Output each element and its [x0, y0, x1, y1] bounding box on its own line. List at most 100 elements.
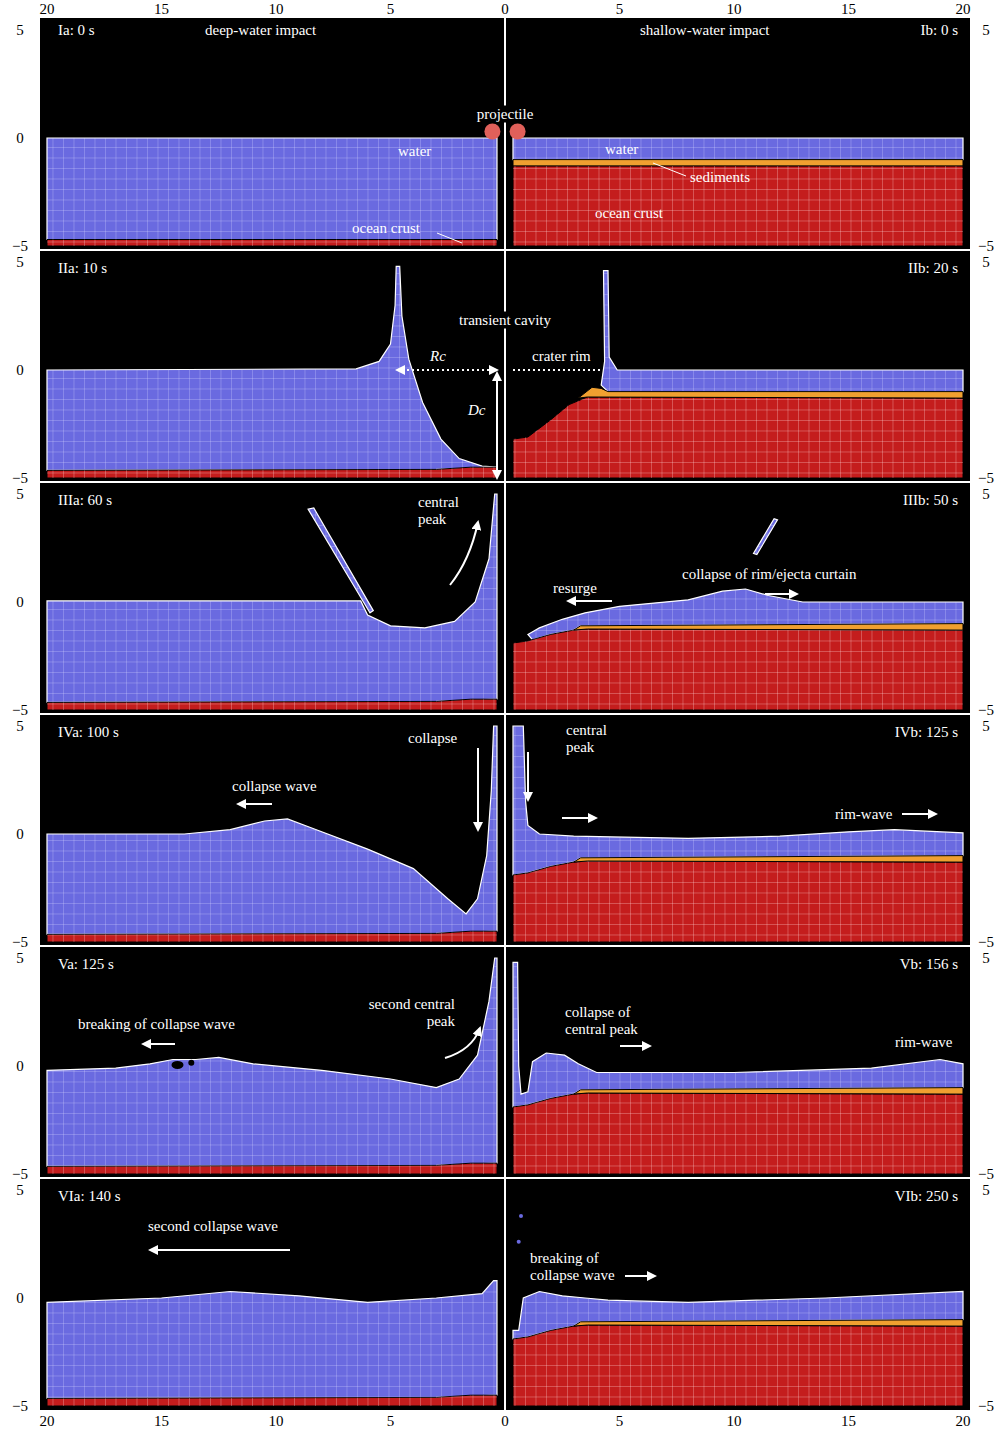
axis-tick-label: 5: [387, 1413, 395, 1430]
crust-layer: [47, 467, 497, 478]
water-layer: [47, 1281, 497, 1399]
crust-layer-mesh: [47, 931, 497, 942]
axis-tick-label: 0: [501, 1, 509, 18]
axis-tick-label: 15: [154, 1413, 169, 1430]
annotation-label: central peak: [418, 494, 480, 528]
crust-layer: [513, 861, 963, 942]
axis-tick-label: 20: [40, 1413, 55, 1430]
motion-arrow: [765, 593, 797, 595]
annotation-label: projectile: [474, 106, 537, 123]
axis-tick-label: 10: [727, 1, 742, 18]
water-layer: [47, 266, 497, 470]
annotation-label: IVa: 100 s: [58, 724, 119, 741]
annotation-label: ocean crust: [595, 205, 663, 222]
annotation-label: crater rim: [532, 348, 591, 365]
crust-layer-mesh: [47, 699, 497, 710]
leader-line: [437, 233, 462, 243]
motion-arrow: [450, 522, 478, 585]
crust-layer: [513, 397, 963, 478]
annotation-label: sediments: [690, 169, 750, 186]
annotation-label: ocean crust: [352, 220, 420, 237]
motion-arrow: [568, 600, 612, 602]
water-layer-mesh: [754, 519, 778, 555]
axis-tick-label: 5: [16, 254, 24, 271]
panel-frame: [40, 18, 970, 1410]
crust-layer-mesh: [47, 1395, 497, 1406]
annotation-label: Va: 125 s: [58, 956, 114, 973]
motion-arrow: [620, 1045, 650, 1047]
axis-tick-label: −5: [978, 1166, 994, 1183]
axis-tick-label: 15: [841, 1413, 856, 1430]
axis-tick-label: 5: [616, 1413, 624, 1430]
axis-tick-label: 10: [727, 1413, 742, 1430]
crust-layer-mesh: [513, 166, 963, 246]
axis-tick-label: 10: [269, 1, 284, 18]
crust-layer: [513, 1093, 963, 1174]
annotation-label: collapse: [408, 730, 457, 747]
axis-tick-label: 5: [982, 22, 990, 39]
crust-layer-mesh: [513, 861, 963, 942]
crust-layer: [513, 629, 963, 710]
axis-tick-label: 0: [16, 594, 24, 611]
axis-tick-label: 5: [387, 1, 395, 18]
sediment-layer: [574, 624, 963, 631]
axis-tick-label: −5: [978, 470, 994, 487]
crust-layer-mesh: [513, 1093, 963, 1174]
annotation-label: resurge: [553, 580, 597, 597]
axis-tick-label: 0: [16, 1058, 24, 1075]
axis-tick-label: 5: [16, 950, 24, 967]
water-layer: [47, 138, 497, 240]
leader-line: [653, 163, 686, 176]
water-droplet: [517, 1240, 521, 1244]
wave-hole: [172, 1061, 184, 1069]
annotation-label: Vb: 156 s: [900, 956, 958, 973]
panel-background: [40, 18, 970, 1410]
water-layer: [47, 494, 497, 702]
annotation-label: shallow-water impact: [640, 22, 770, 39]
water-layer: [308, 508, 373, 613]
annotation-label: rim-wave: [895, 1034, 952, 1051]
axis-tick-label: 5: [982, 718, 990, 735]
water-layer-mesh: [47, 138, 497, 240]
axis-tick-label: −5: [978, 702, 994, 719]
annotation-label: central peak: [566, 722, 628, 756]
crust-layer-mesh: [47, 467, 497, 478]
annotation-label: VIa: 140 s: [58, 1188, 121, 1205]
annotation-label: breaking of collapse wave: [530, 1250, 630, 1284]
crust-layer: [47, 1395, 497, 1406]
crust-layer: [47, 931, 497, 942]
axis-tick-label: 5: [982, 254, 990, 271]
crust-layer-mesh: [47, 1163, 497, 1174]
annotation-label: Ib: 0 s: [921, 22, 959, 39]
annotation-label: VIb: 250 s: [895, 1188, 958, 1205]
row-divider: [40, 249, 970, 251]
axis-tick-label: −5: [12, 934, 28, 951]
axis-tick-label: 5: [16, 22, 24, 39]
annotation-label: water: [398, 143, 431, 160]
water-layer-mesh: [513, 138, 963, 160]
axis-tick-label: −5: [978, 934, 994, 951]
motion-arrow: [477, 748, 479, 830]
crust-layer: [47, 240, 497, 247]
annotation-label: IIIb: 50 s: [903, 492, 958, 509]
axis-tick-label: 0: [16, 1290, 24, 1307]
crust-layer: [513, 1325, 963, 1406]
annotation-label: Dc: [468, 402, 486, 419]
motion-arrow: [625, 1275, 655, 1277]
annotation-label: transient cavity: [456, 312, 554, 329]
crust-layer-mesh: [513, 629, 963, 710]
water-layer-mesh: [47, 1281, 497, 1399]
water-layer-mesh: [47, 266, 497, 470]
axis-tick-label: 15: [154, 1, 169, 18]
crust-layer-mesh: [47, 240, 497, 247]
axis-tick-label: −5: [12, 238, 28, 255]
dimension-line: [513, 369, 600, 371]
axis-tick-label: 10: [269, 1413, 284, 1430]
water-layer: [754, 519, 778, 555]
motion-arrow: [150, 1249, 290, 1251]
water-layer-mesh: [308, 508, 373, 613]
sediment-layer: [574, 1320, 963, 1327]
water-layer: [601, 271, 963, 392]
motion-arrow: [527, 752, 529, 800]
